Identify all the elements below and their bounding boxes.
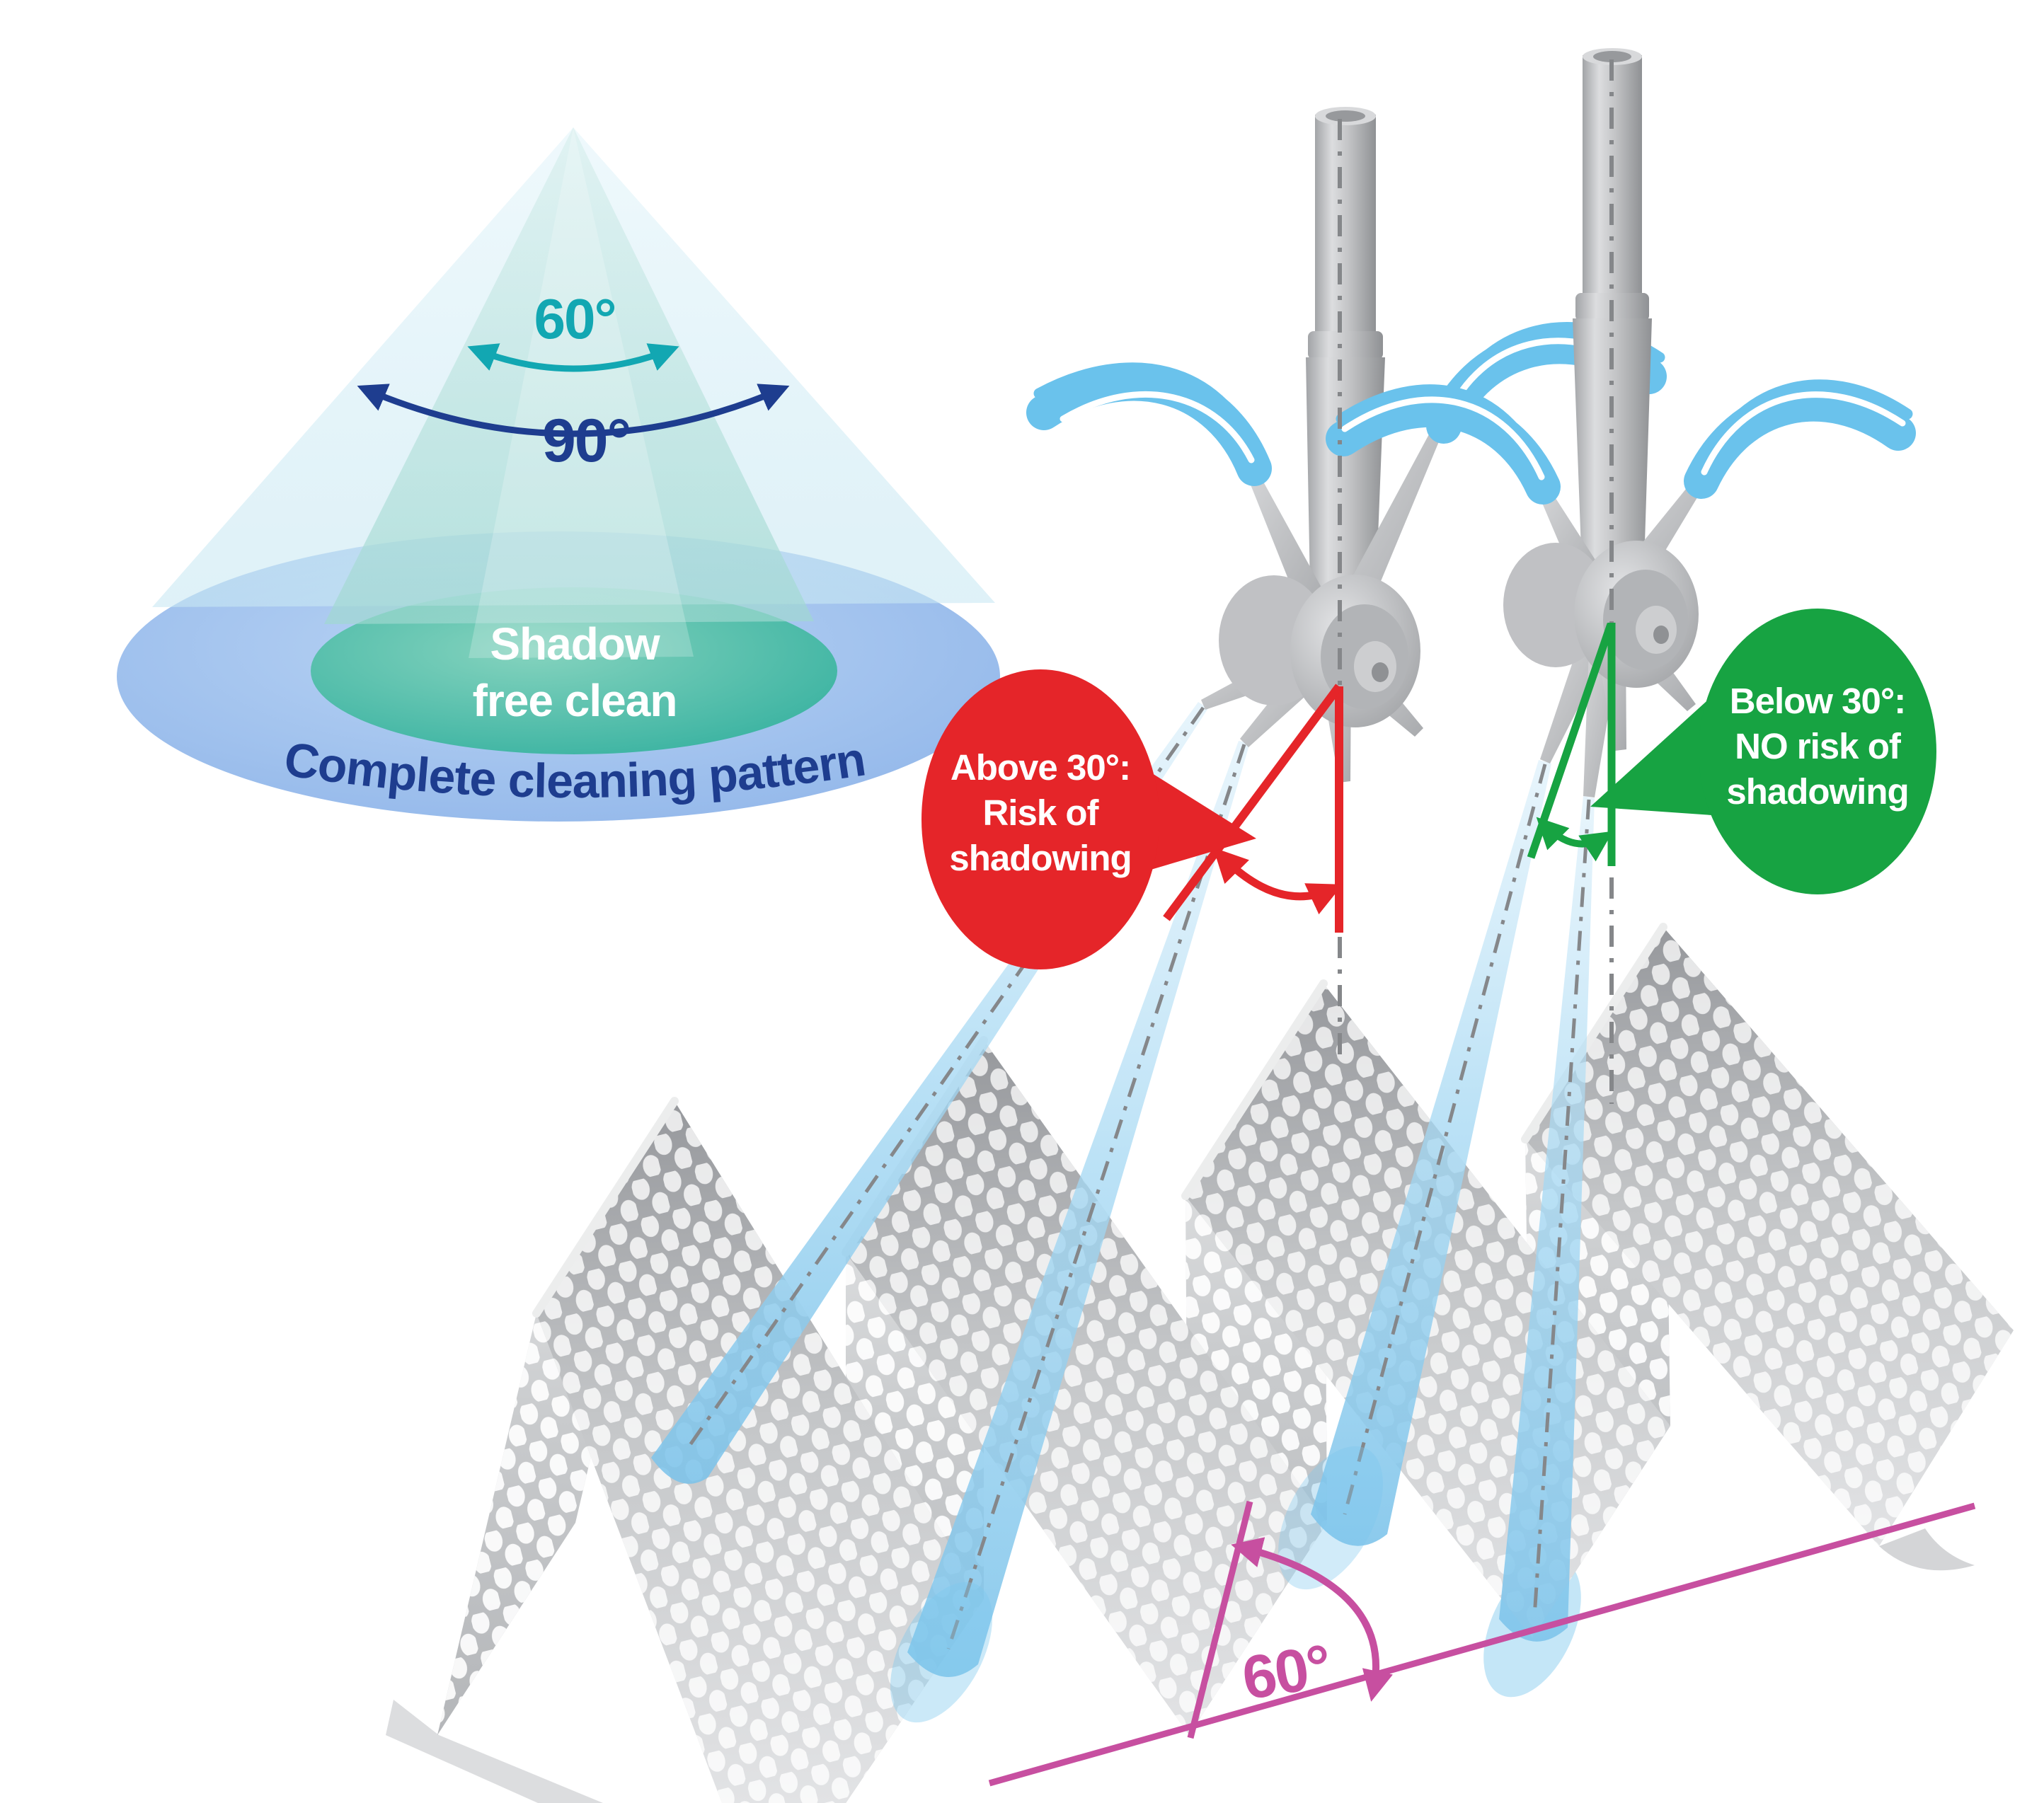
risk-callout-line2: Risk of (982, 793, 1099, 833)
no-risk-callout-line1: Below 30°: (1730, 681, 1905, 721)
nozzle-spike (1344, 424, 1445, 605)
cleaning-jet (1499, 796, 1595, 1642)
nozzle-pipe-bore (1326, 110, 1365, 122)
no-risk-callout-line2: NO risk of (1735, 726, 1902, 766)
angle-90-arrow (357, 384, 790, 437)
spray-fan-outer (1033, 362, 1258, 456)
risk-callout-bubble (921, 669, 1159, 969)
nozzle-hub-cap (1653, 626, 1669, 644)
spray-fans-right-nozzle (1326, 379, 1916, 505)
floor-baseline (988, 1502, 1976, 1787)
jet-impact-tint (890, 1582, 993, 1723)
spray-fan (1684, 386, 1916, 499)
spray-cone-inner (324, 127, 814, 624)
risk-callout-line1: Above 30°: (951, 747, 1130, 788)
angle-90-label: 90° (542, 407, 630, 475)
ridge-right-face-holes (846, 1040, 1327, 1735)
spray-fan-gap (1060, 391, 1255, 463)
spray-fan-gap (1341, 396, 1545, 480)
nozzle-collar (1308, 331, 1383, 359)
spray-fan-outer (1336, 384, 1546, 474)
angle-60-label: 60° (534, 287, 616, 350)
nozzle-pipe (1315, 115, 1376, 340)
ridge-crest-fold (1521, 923, 1667, 1144)
spray-fan-outer (1700, 379, 1913, 468)
shadow-free-label-line2: free clean (473, 675, 677, 726)
cleaning-jet (907, 741, 1250, 1677)
no-risk-callout-line3: shadowing (1726, 771, 1908, 812)
angle-60-arrow (467, 343, 679, 372)
angle-annotation-red (1163, 684, 1343, 933)
floor-angle-arc (1231, 1537, 1393, 1702)
shadow-free-ellipse (311, 587, 837, 754)
red-angle-arc (1212, 847, 1343, 915)
risk-callout: Above 30°: Risk of shadowing (921, 669, 1256, 969)
ridge-crest-fold (1181, 979, 1328, 1200)
nozzle-pipe-bore (1593, 51, 1631, 62)
ridge-right-face-holes (1525, 927, 2014, 1546)
ridge-crest-fold (532, 1097, 679, 1318)
nozzle-hub-cap (1372, 662, 1389, 682)
red-jet-direction-line (1163, 684, 1343, 921)
floor-angle-label: 60° (1238, 1632, 1336, 1712)
green-angle-arc (1536, 817, 1613, 862)
sheet-flange (386, 1700, 603, 1803)
sheet-ridge (386, 1097, 984, 1803)
nozzle-spike (1245, 466, 1329, 614)
cone-diagram: 60° 90° Shadow free clean Complete clean… (117, 127, 1000, 822)
risk-callout-line3: shadowing (949, 838, 1131, 878)
floor-angle-annotation: 60° (988, 1500, 1976, 1787)
jet-axis-line (946, 744, 1246, 1649)
spray-fan (1326, 391, 1561, 505)
angle-annotation-green (1527, 623, 1616, 866)
ridge-right-face-holes (536, 1101, 984, 1803)
jet-axis-line (1343, 764, 1547, 1515)
jet-axis-line (1532, 799, 1591, 1618)
no-risk-callout-bubble (1699, 609, 1936, 894)
corrugated-sheets (386, 923, 2014, 1803)
cleaning-jet (1311, 760, 1551, 1546)
sheet-edge-curl (1879, 1528, 1975, 1571)
shadow-free-label-line1: Shadow (490, 618, 660, 669)
spray-fan-gap (1701, 391, 1906, 476)
no-risk-callout: Below 30°: NO risk of shadowing (1590, 609, 1936, 894)
